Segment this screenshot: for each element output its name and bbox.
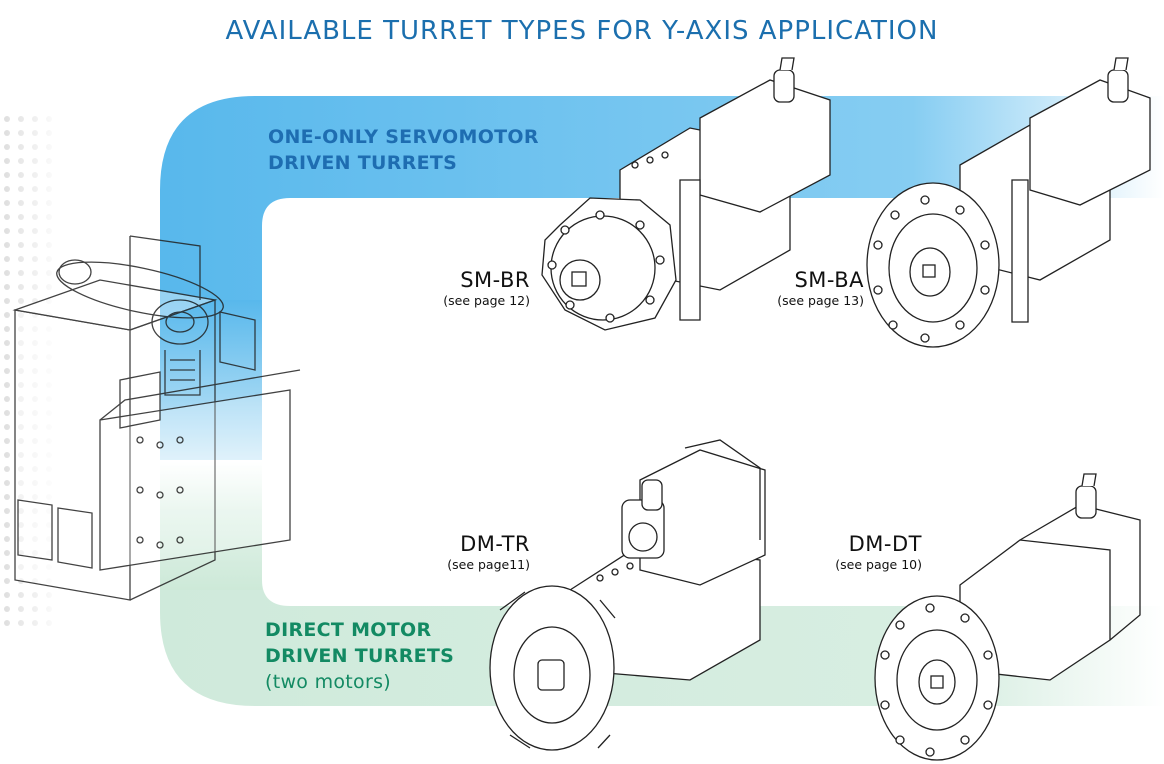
dm-dt-turret-drawing [874, 473, 1141, 761]
model-page-ref: (see page 10) [835, 557, 922, 572]
servo-group-line-1: ONE-ONLY SERVOMOTOR [268, 126, 539, 148]
direct-group-line-3: (two motors) [265, 671, 391, 693]
direct-group-line-2: DRIVEN TURRETS [265, 645, 455, 667]
servo-group-label: ONE-ONLY SERVOMOTOR DRIVEN TURRETS [268, 124, 539, 176]
y-axis-slide-drawing [12, 235, 301, 601]
model-page-ref: (see page 12) [443, 293, 530, 308]
model-code: DM-DT [848, 532, 922, 556]
model-page-ref: (see page11) [447, 557, 530, 572]
model-label-dm-dt: DM-DT (see page 10) [802, 532, 922, 572]
servo-group-line-2: DRIVEN TURRETS [268, 152, 458, 174]
halftone-dots-decoration [0, 110, 62, 630]
model-label-sm-ba: SM-BA (see page 13) [744, 268, 864, 308]
model-page-ref: (see page 13) [777, 293, 864, 308]
model-code: SM-BA [794, 268, 864, 292]
page-title: AVAILABLE TURRET TYPES FOR Y-AXIS APPLIC… [225, 16, 939, 46]
model-code: SM-BR [460, 268, 530, 292]
model-code: DM-TR [460, 532, 530, 556]
sm-br-turret-drawing [541, 57, 831, 331]
model-label-dm-tr: DM-TR (see page11) [412, 532, 530, 572]
sm-ba-turret-drawing [866, 57, 1151, 348]
dm-tr-turret-drawing [489, 439, 766, 751]
direct-group-label: DIRECT MOTOR DRIVEN TURRETS (two motors) [265, 617, 454, 695]
direct-group-line-1: DIRECT MOTOR [265, 619, 432, 641]
model-label-sm-br: SM-BR (see page 12) [414, 268, 530, 308]
